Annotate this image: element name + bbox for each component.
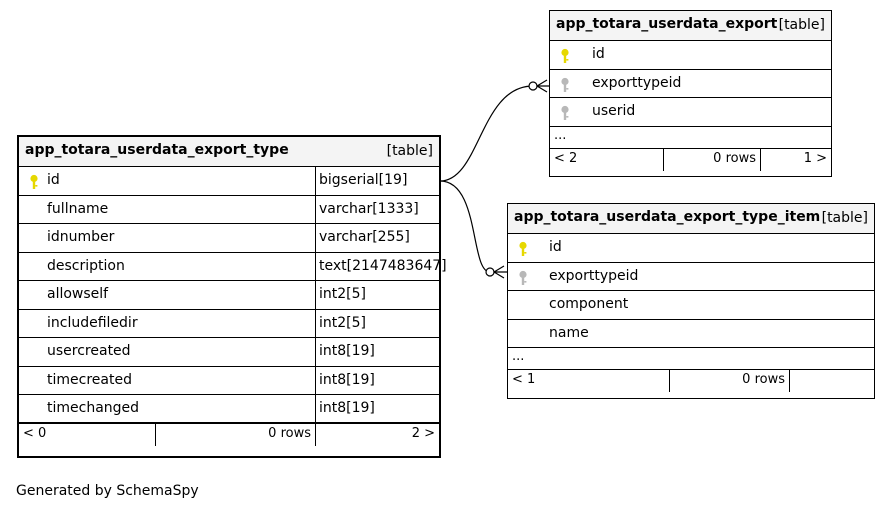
crowfoot-circle-item bbox=[485, 267, 495, 277]
table-export-type[interactable]: app_totara_userdata_export_type [table] … bbox=[17, 135, 447, 458]
column-type: text[2147483647] bbox=[315, 252, 447, 280]
table-kind: [table] bbox=[778, 17, 825, 33]
footer-children[interactable]: 2 > bbox=[411, 425, 435, 441]
column-name: usercreated bbox=[47, 343, 131, 359]
column-type: bigserial[19] bbox=[315, 167, 407, 195]
primary-key-icon bbox=[519, 241, 527, 256]
table-name: app_totara_userdata_export bbox=[556, 16, 778, 32]
table-footer: < 1 0 rows bbox=[508, 370, 874, 392]
table-name: app_totara_userdata_export_type_item bbox=[514, 209, 821, 225]
more-columns-ellipsis: ... bbox=[550, 127, 831, 149]
column-name: id bbox=[592, 46, 605, 62]
table-footer: < 2 0 rows 1 > bbox=[550, 148, 831, 171]
table-export-type-item[interactable]: app_totara_userdata_export_type_item [ta… bbox=[507, 203, 875, 399]
footer-parents[interactable]: < 0 bbox=[19, 423, 156, 446]
column-name: idnumber bbox=[47, 229, 115, 245]
column-row[interactable]: description text[2147483647] bbox=[19, 252, 447, 281]
column-name: timechanged bbox=[47, 400, 140, 416]
crowfoot-item bbox=[493, 265, 507, 279]
foreign-key-icon bbox=[519, 270, 527, 285]
foreign-key-icon bbox=[561, 105, 569, 120]
column-row[interactable]: exporttypeid bbox=[508, 263, 874, 291]
column-row[interactable]: timecreated int8[19] bbox=[19, 366, 439, 395]
footer-parents[interactable]: < 1 bbox=[508, 370, 670, 392]
relationship-export-type-to-export bbox=[439, 85, 534, 182]
footer-rows: 0 rows bbox=[156, 423, 316, 446]
column-name: component bbox=[549, 296, 629, 312]
generated-by-text: Generated by SchemaSpy bbox=[16, 483, 199, 499]
table-kind: [table] bbox=[821, 210, 868, 226]
column-name: id bbox=[47, 172, 60, 188]
column-name: allowself bbox=[47, 286, 109, 302]
column-row[interactable]: component bbox=[508, 291, 874, 320]
footer-children[interactable] bbox=[790, 370, 874, 392]
column-type: int2[5] bbox=[315, 281, 366, 309]
column-row[interactable]: exporttypeid bbox=[550, 70, 831, 98]
column-type: varchar[255] bbox=[315, 224, 410, 252]
column-row[interactable]: includefiledir int2[5] bbox=[19, 309, 439, 338]
footer-rows: 0 rows bbox=[670, 370, 790, 392]
column-name: description bbox=[47, 257, 125, 274]
crowfoot-circle-export bbox=[528, 81, 538, 91]
foreign-key-icon bbox=[561, 77, 569, 92]
column-row[interactable]: idnumber varchar[255] bbox=[19, 224, 439, 253]
column-row[interactable]: allowself int2[5] bbox=[19, 281, 439, 310]
column-name: timecreated bbox=[47, 371, 132, 388]
column-row[interactable]: usercreated int8[19] bbox=[19, 338, 439, 367]
column-name: userid bbox=[592, 103, 636, 119]
column-type: varchar[1333] bbox=[315, 195, 419, 223]
column-name: fullname bbox=[47, 200, 109, 217]
table-header: app_totara_userdata_export_type_item [ta… bbox=[508, 204, 874, 234]
column-type: int8[19] bbox=[315, 366, 375, 394]
column-row[interactable]: timechanged int8[19] bbox=[19, 395, 439, 424]
column-row[interactable]: fullname varchar[1333] bbox=[19, 195, 439, 224]
footer-children[interactable]: 1 > bbox=[803, 150, 827, 166]
column-name: id bbox=[549, 239, 562, 255]
table-header: app_totara_userdata_export_type [table] bbox=[19, 137, 439, 167]
table-kind: [table] bbox=[386, 143, 433, 159]
column-name: exporttypeid bbox=[592, 74, 682, 91]
relationship-export-type-to-item bbox=[439, 180, 491, 273]
table-header: app_totara_userdata_export [table] bbox=[550, 11, 831, 41]
table-export[interactable]: app_totara_userdata_export [table] id exp… bbox=[549, 10, 832, 177]
more-columns-ellipsis: ... bbox=[508, 348, 874, 370]
column-type: int2[5] bbox=[315, 309, 366, 337]
column-name: exporttypeid bbox=[549, 267, 639, 284]
column-name: name bbox=[549, 324, 589, 341]
footer-parents[interactable]: < 2 bbox=[550, 148, 664, 171]
column-type: int8[19] bbox=[315, 395, 375, 422]
column-row[interactable]: userid bbox=[550, 98, 831, 127]
crowfoot-export bbox=[536, 79, 549, 93]
primary-key-icon bbox=[30, 174, 38, 189]
table-footer: < 0 0 rows 2 > bbox=[19, 423, 439, 446]
table-name: app_totara_userdata_export_type bbox=[25, 142, 289, 158]
column-row[interactable]: id bbox=[550, 41, 831, 70]
column-row[interactable]: name bbox=[508, 320, 874, 348]
primary-key-icon bbox=[561, 48, 569, 63]
column-row[interactable]: id bbox=[508, 234, 874, 263]
column-name: includefiledir bbox=[47, 314, 138, 331]
footer-rows: 0 rows bbox=[664, 148, 761, 171]
column-row[interactable]: id bigserial[19] bbox=[19, 167, 439, 196]
column-type: int8[19] bbox=[315, 338, 375, 366]
